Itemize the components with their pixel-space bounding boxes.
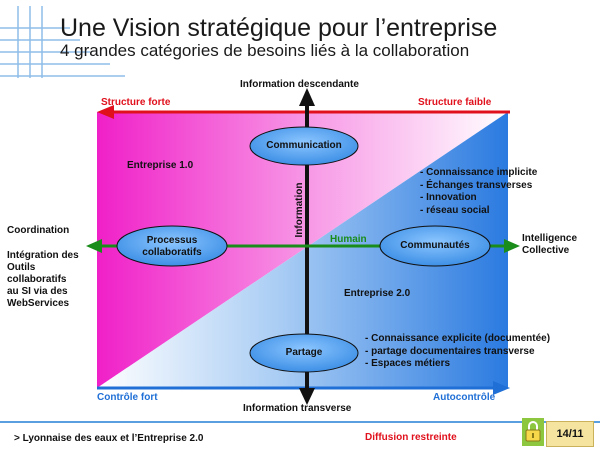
bullets-bottom: - Connaissance explicite (documentée) - … — [365, 333, 550, 371]
communication-label: Communication — [266, 140, 342, 151]
processus-line: Processus — [146, 235, 198, 246]
intelligence-line: Collective — [522, 245, 570, 256]
information-arrow-up — [299, 88, 315, 106]
axis-label-top: Information descendante — [240, 79, 359, 90]
partage-ellipse — [249, 333, 359, 373]
list-item: - Connaissance implicite — [420, 167, 538, 178]
information-label: Information — [294, 183, 305, 238]
processus-label: Processus collaboratifs — [117, 235, 227, 259]
list-item: - Échanges transverses — [420, 179, 533, 191]
processus-ellipse — [116, 225, 228, 267]
autocontrole-label: Autocontrôle — [433, 392, 496, 403]
list-item: - réseau social — [420, 204, 490, 216]
communautes-label: Communautés — [400, 240, 470, 251]
page-subtitle: 4 grandes catégories de besoins liés à l… — [60, 41, 470, 60]
processus-line: collaboratifs — [142, 247, 202, 258]
intelligence-line: Intelligence — [522, 233, 578, 244]
integration-line: au SI via des — [7, 286, 68, 297]
bullets-top: - Connaissance implicite - Échanges tran… — [420, 167, 537, 217]
list-item: - Innovation — [420, 192, 477, 203]
integration-line: WebServices — [7, 298, 70, 309]
footer-divider — [0, 421, 600, 423]
humain-arrow-right — [504, 239, 520, 253]
humain-arrow-left — [86, 239, 102, 253]
page-title: Une Vision stratégique pour l’entreprise — [60, 14, 498, 42]
information-arrow-down — [299, 388, 315, 405]
page-number: 14/11 — [546, 421, 594, 447]
axis-label-bottom: Information transverse — [243, 403, 352, 414]
structure-arrowhead — [97, 105, 114, 119]
footer-title: > Lyonnaise des eaux et l’Entreprise 2.0 — [14, 433, 204, 444]
communautes-ellipse — [379, 225, 491, 267]
integration-line: Outils — [7, 262, 36, 273]
communication-ellipse — [249, 126, 359, 166]
footer-confidentiality: Diffusion restreinte — [365, 432, 457, 443]
integration-line: collaboratifs — [7, 274, 67, 285]
header-decoration — [0, 6, 125, 78]
list-item: - Espaces métiers — [365, 358, 451, 369]
entreprise-2-label: Entreprise 2.0 — [344, 288, 411, 299]
lock-icon — [522, 418, 544, 446]
entreprise-1-label: Entreprise 1.0 — [127, 160, 194, 171]
structure-forte-label: Structure forte — [101, 97, 171, 108]
humain-label: Humain — [330, 234, 367, 245]
partage-label: Partage — [285, 347, 323, 358]
intelligence-collective-text: Intelligence Collective — [522, 233, 577, 257]
blue-zone — [97, 112, 508, 388]
coordination-label: Coordination — [7, 225, 70, 236]
controle-fort-label: Contrôle fort — [97, 392, 158, 403]
list-item: - partage documentaires transverse — [365, 345, 535, 357]
controle-arrowhead — [493, 381, 510, 395]
integration-text: Intégration des Outils collaboratifs au … — [7, 250, 79, 310]
structure-faible-label: Structure faible — [418, 97, 492, 108]
integration-line: Intégration des — [7, 250, 79, 261]
list-item: - Connaissance explicite (documentée) — [365, 333, 551, 344]
